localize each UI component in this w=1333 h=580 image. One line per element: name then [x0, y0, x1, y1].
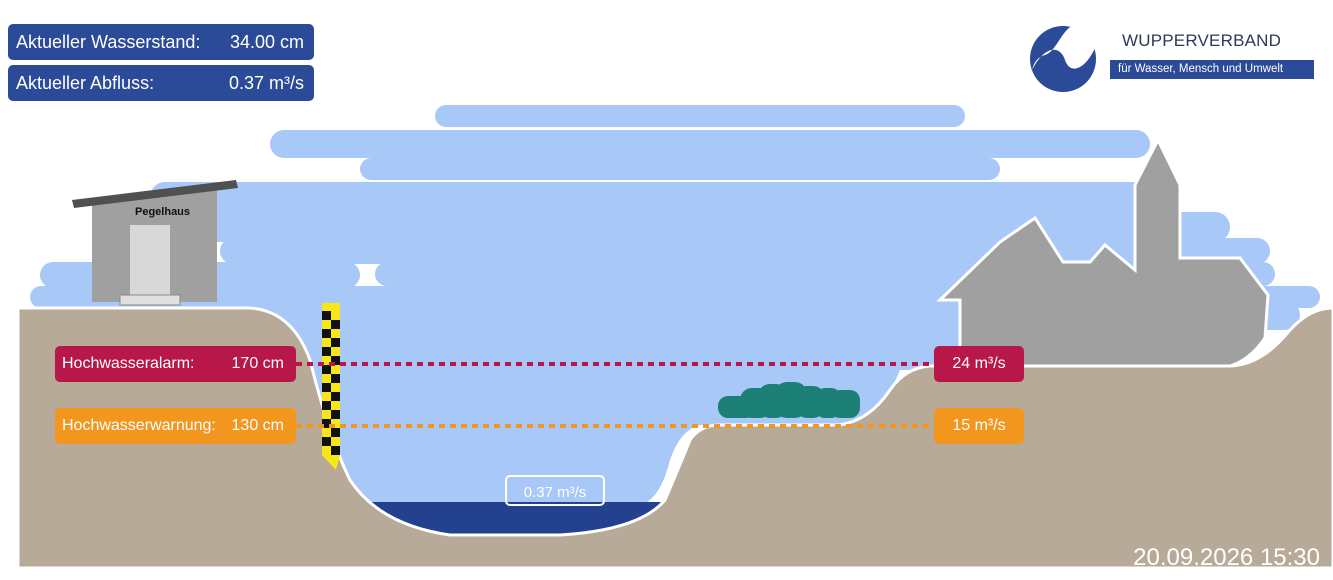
logo-subtitle: für Wasser, Mensch und Umwelt — [1110, 60, 1314, 79]
gauge-mark — [331, 374, 340, 383]
pegelhaus-label: Pegelhaus — [135, 206, 191, 218]
gauge-mark — [331, 320, 340, 329]
water-level-box: Aktueller Wasserstand: 34.00 cm — [8, 24, 314, 60]
warning-label: Hochwasserwarnung: — [62, 417, 216, 434]
gauge-mark — [322, 401, 331, 410]
valley-sky — [270, 310, 1110, 505]
gauge-staff-marks — [322, 311, 340, 455]
river-water — [365, 502, 665, 535]
discharge-box: Aktueller Abfluss: 0.37 m³/s — [8, 65, 314, 101]
discharge-value: 0.37 m³/s — [228, 73, 304, 93]
gauge-mark — [331, 446, 340, 455]
logo-title: WUPPERVERBAND — [1122, 31, 1282, 50]
pegelhaus — [72, 180, 238, 306]
gauge-mark — [322, 365, 331, 374]
gauge-mark — [331, 338, 340, 347]
alarm-tag: Hochwasseralarm: 170 cm — [55, 346, 296, 382]
alarm-level: 170 cm — [231, 355, 284, 372]
alarm-label: Hochwasseralarm: — [62, 355, 195, 372]
water-level-value: 34.00 cm — [229, 32, 304, 52]
wupperverband-logo-icon — [1030, 26, 1096, 92]
gauge-mark — [331, 356, 340, 365]
gauge-mark — [331, 410, 340, 419]
discharge-label: Aktueller Abfluss: — [16, 73, 155, 93]
warning-flow-tag: 15 m³/s — [934, 408, 1024, 444]
warning-tag: Hochwasserwarnung: 130 cm — [55, 408, 296, 444]
gauge-staff-tip — [322, 455, 340, 470]
warning-level: 130 cm — [231, 417, 284, 434]
church-building — [936, 136, 1270, 368]
timestamp: 20.09.2026 15:30 — [1133, 544, 1320, 571]
gauge-mark — [322, 437, 331, 446]
gauge-mark — [331, 392, 340, 401]
current-flow-label: 0.37 m³/s — [505, 475, 605, 506]
bushes — [718, 382, 860, 418]
gauge-mark — [322, 347, 331, 356]
gauge-mark — [322, 311, 331, 320]
gauge-mark — [331, 428, 340, 437]
alarm-flow-tag: 24 m³/s — [934, 346, 1024, 382]
gauge-mark — [322, 383, 331, 392]
water-level-label: Aktueller Wasserstand: — [16, 32, 201, 52]
gauge-mark — [322, 329, 331, 338]
gauge-mark — [322, 419, 331, 428]
